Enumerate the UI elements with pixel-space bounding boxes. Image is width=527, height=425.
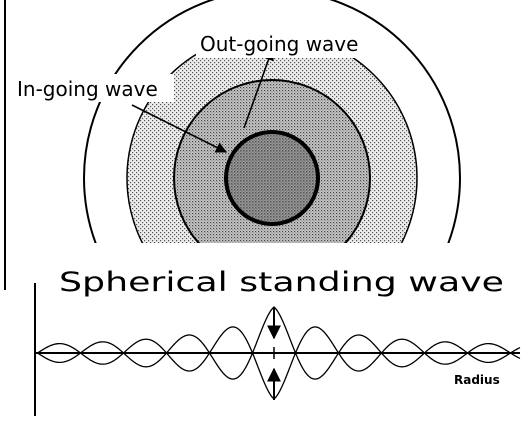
standing-wave-lower-envelope (37, 327, 520, 399)
ingoing-wave-label: In-going wave (17, 77, 158, 101)
standing-wave-title: Spherical standing wave (59, 267, 504, 298)
inner-core (226, 132, 318, 224)
standing-wave-upper-envelope (37, 307, 520, 379)
radius-label: Radius (454, 373, 500, 387)
outgoing-wave-label: Out-going wave (200, 32, 358, 56)
